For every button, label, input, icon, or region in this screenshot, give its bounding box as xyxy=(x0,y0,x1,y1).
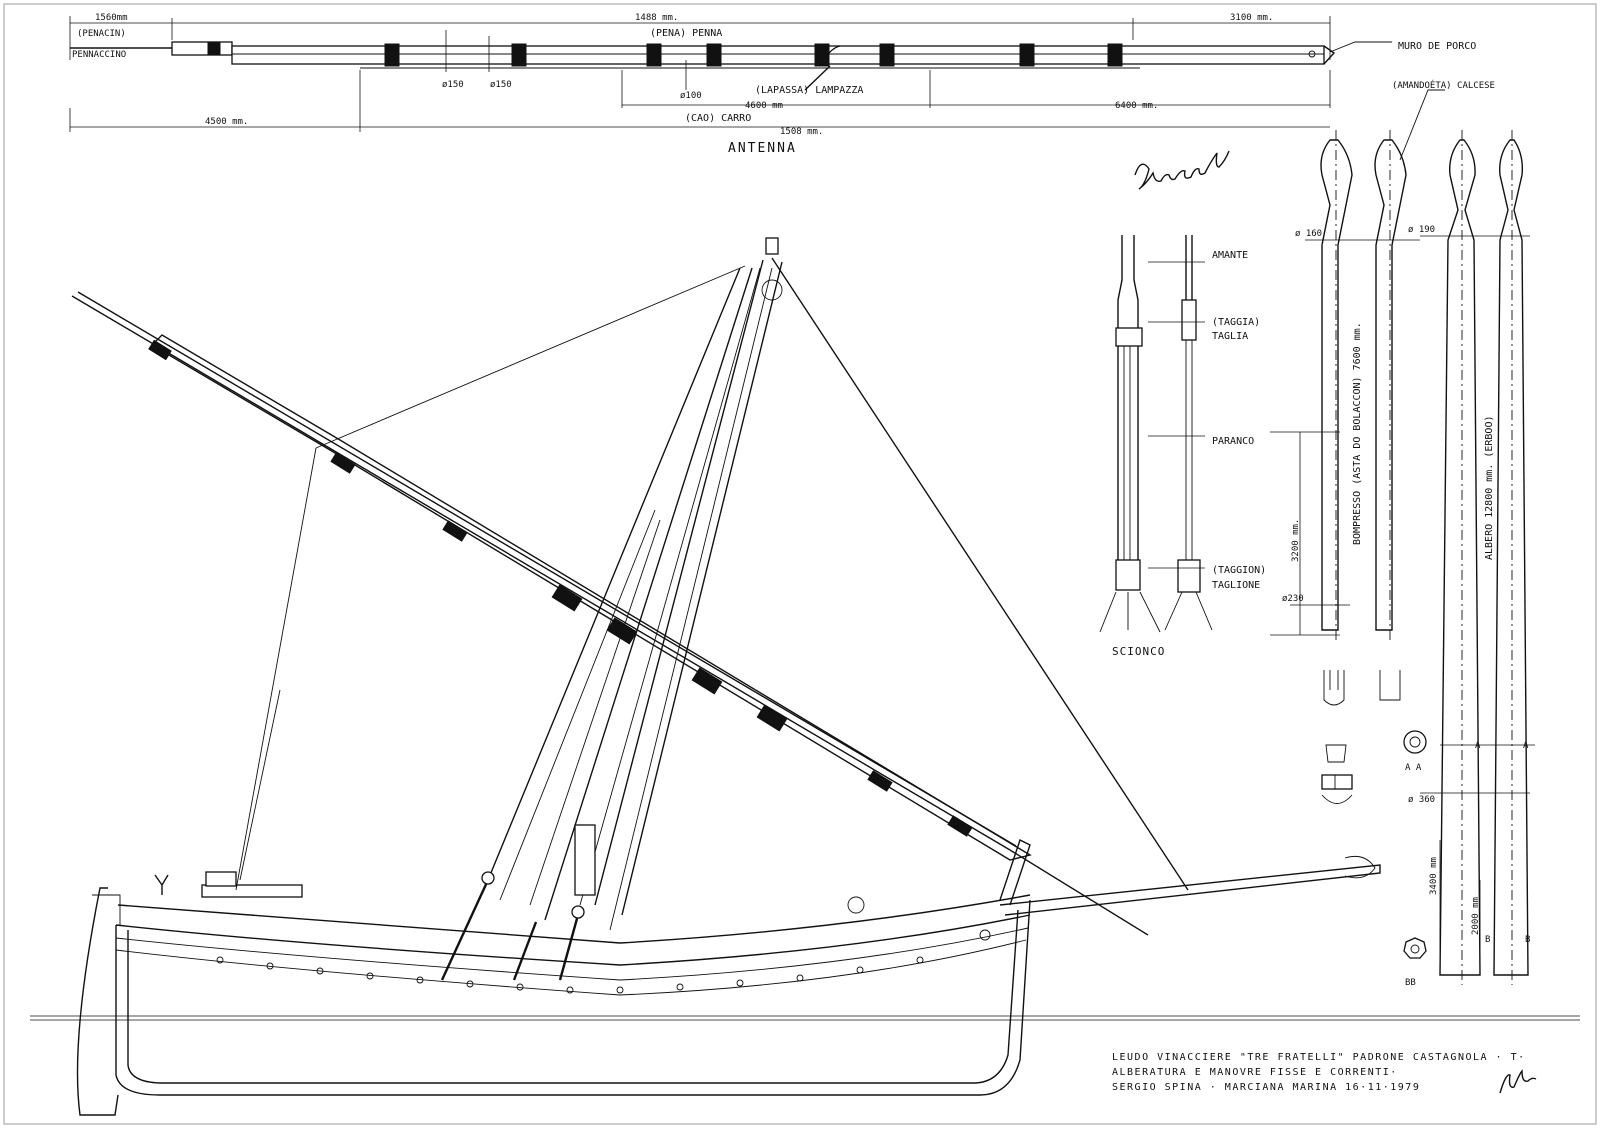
label-muro-de-porco: MURO DE PORCO xyxy=(1398,41,1476,52)
label-taglione: TAGLIONE xyxy=(1212,580,1260,591)
label-calcese: (AMANDOÉTA) CALCESE xyxy=(1392,79,1495,91)
author-initials xyxy=(1499,1069,1537,1094)
title-line-2: ALBERATURA E MANOVRE FISSE E CORRENTI· xyxy=(1112,1067,1398,1078)
title-line-3: SERGIO SPINA · MARCIANA MARINA 16·11·197… xyxy=(1112,1082,1420,1093)
dim-dia190: ø 190 xyxy=(1408,225,1435,235)
title-block: LEUDO VINACCIERE "TRE FRATELLI" PADRONE … xyxy=(1112,1052,1537,1094)
label-paranco: PARANCO xyxy=(1212,436,1254,447)
section-aa-label: A A xyxy=(1405,763,1422,773)
label-taggia: (TAGGIA) xyxy=(1212,317,1260,328)
dim-3400: 3400 mm xyxy=(1429,857,1439,895)
hull-profile xyxy=(76,871,1031,1116)
dim-2000: 2000 mm xyxy=(1471,897,1481,935)
section-a-mark-1: A xyxy=(1475,741,1481,751)
label-taglia: TAGLIA xyxy=(1212,331,1248,342)
label-penacin: (PENACIN) xyxy=(77,29,126,39)
label-carro: (CAO) CARRO xyxy=(685,113,751,124)
dim-3100: 3100 mm. xyxy=(1230,13,1273,23)
dim-1488: 1488 mm. xyxy=(635,13,678,23)
dim-dia360: ø 360 xyxy=(1408,795,1435,805)
bompresso-label: BOMPRESSO (ASTA DO BOLACCON) 7600 mm. xyxy=(1352,322,1363,545)
main-rig-drawing xyxy=(30,237,1580,1116)
dim-dia160: ø 160 xyxy=(1295,229,1322,239)
antenna-title: ANTENNA xyxy=(728,141,797,156)
label-taggion: (TAGGION) xyxy=(1212,565,1266,576)
albero-label: ALBERO 12800 mm. (ERBOO) xyxy=(1484,416,1495,561)
dim-6400: 6400 mm. xyxy=(1115,101,1158,111)
antenna-spar-drawing: 1560mm (PENACIN) PENNACCINO 1488 mm. (PE… xyxy=(69,13,1476,156)
section-a-mark-2: A xyxy=(1523,741,1529,751)
scionco-title: SCIONCO xyxy=(1112,645,1165,658)
section-b-mark-2: B xyxy=(1525,935,1530,945)
dim-4500: 4500 mm. xyxy=(205,117,248,127)
dim-4600: 4600 mm xyxy=(745,101,783,111)
scionco-detail: AMANTE (TAGGIA) TAGLIA PARANCO (TAGGION)… xyxy=(1099,235,1340,658)
hull-portholes xyxy=(216,956,924,994)
label-lampazza: (LAPASSA) LAMPAZZA xyxy=(755,85,863,96)
albero-mast: ø 190 ALBERO 12800 mm. (ERBOO) ø 360 340… xyxy=(1403,130,1535,988)
title-line-1: LEUDO VINACCIERE "TRE FRATELLI" PADRONE … xyxy=(1112,1052,1526,1063)
section-b-mark-1: B xyxy=(1485,935,1490,945)
dim-1560: 1560mm xyxy=(95,13,128,23)
label-pennaccino: PENNACCINO xyxy=(72,50,126,60)
lateen-yard xyxy=(71,291,1032,861)
dim-1508: 1508 mm. xyxy=(780,127,823,137)
antenna-lashings xyxy=(384,43,1123,67)
dim-dia150-a: ø150 xyxy=(442,80,464,90)
bompresso-spar: ø 160 ø230 BOMPRESSO (ASTA DO BOLACCON) … xyxy=(1282,79,1495,804)
author-signature xyxy=(1134,150,1230,190)
label-penna: (PENA) PENNA xyxy=(650,28,722,39)
dim-dia150-b: ø150 xyxy=(490,80,512,90)
label-amante: AMANTE xyxy=(1212,250,1248,261)
dim-3200: 3200 mm. xyxy=(1291,519,1301,562)
dim-dia230: ø230 xyxy=(1282,594,1304,604)
section-bb-label: BB xyxy=(1405,978,1416,988)
dim-dia100: ø100 xyxy=(680,91,702,101)
